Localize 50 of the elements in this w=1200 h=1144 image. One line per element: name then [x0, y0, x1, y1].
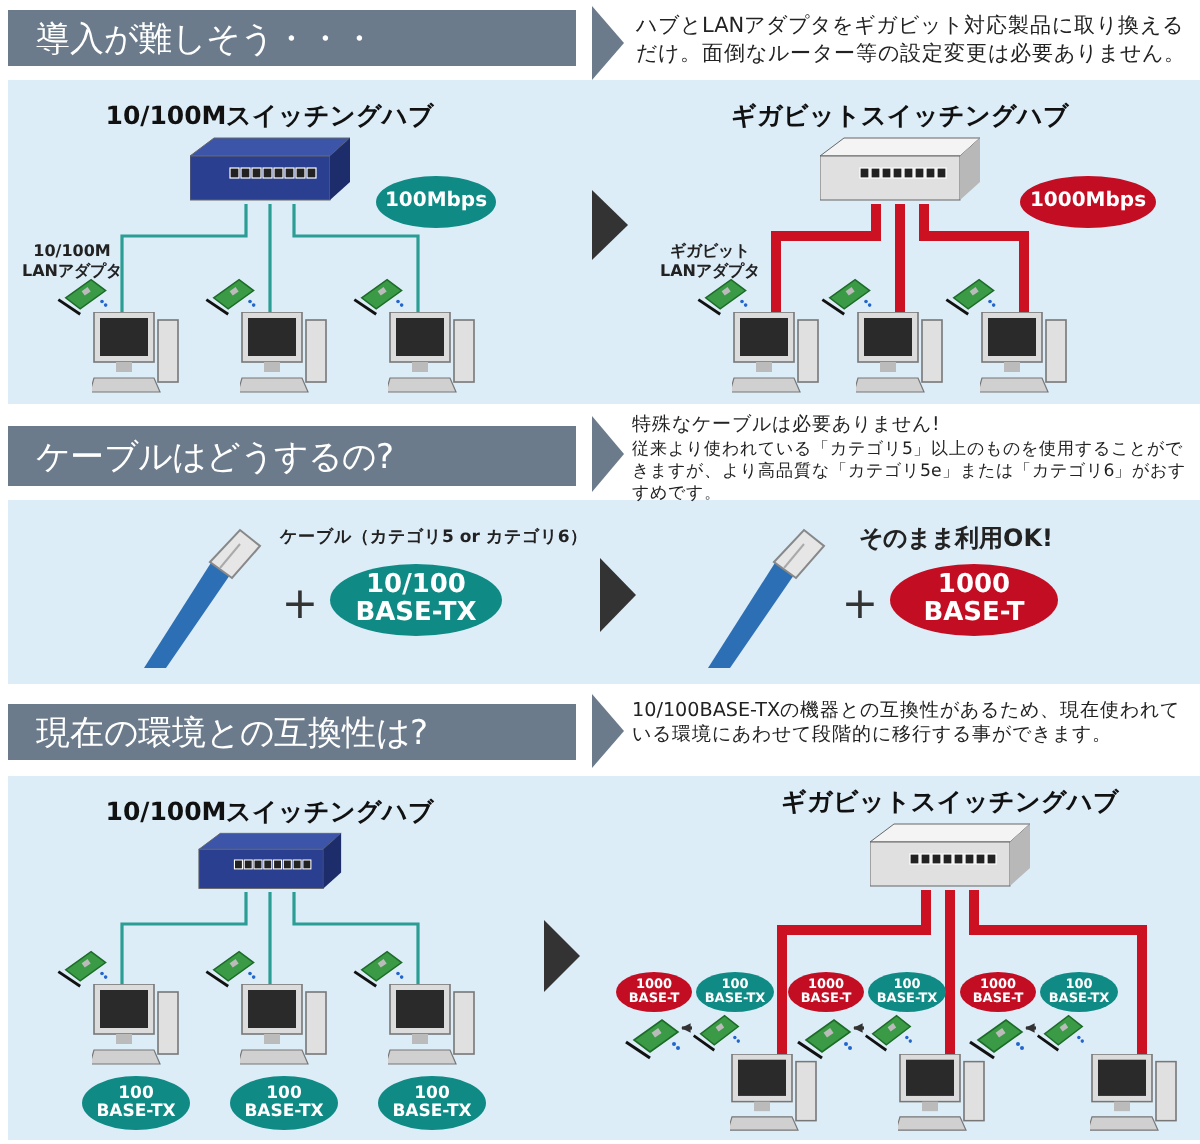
cable-line: [292, 204, 420, 312]
cable-line: [969, 890, 1147, 1054]
network-card-drawing: [692, 1012, 740, 1052]
caption-text: ギガビット LANアダプタ: [658, 242, 762, 284]
computer-drawing: [856, 312, 944, 396]
network-card-drawing: [1036, 1012, 1084, 1052]
computer-drawing: [1090, 1054, 1178, 1134]
network-card-drawing: [796, 1016, 852, 1060]
description-text: ケーブル（カテゴリ5 or カテゴリ6）: [280, 528, 590, 551]
computer-drawing: [240, 312, 328, 396]
arrow: [681, 1023, 692, 1033]
computer-drawing: [92, 984, 180, 1068]
hub-title: 10/100Mスイッチングハブ: [105, 100, 435, 132]
section-header: ケーブルはどうするの?: [8, 426, 576, 486]
hub-title: ギガビットスイッチングハブ: [731, 100, 1069, 132]
caption-text: そのまま利用OK!: [857, 524, 1055, 556]
cable-line: [895, 204, 905, 312]
cable-line: [945, 890, 955, 1054]
hub-title: ギガビットスイッチングハブ: [781, 786, 1119, 818]
network-card-drawing: [624, 1016, 680, 1060]
cable-line: [771, 204, 881, 312]
plus-sign: +: [840, 580, 880, 632]
plus-sign: +: [280, 580, 320, 632]
cable-line: [120, 204, 248, 312]
hub-title: 10/100Mスイッチングハブ: [105, 796, 435, 828]
network-card-drawing: [864, 1012, 912, 1052]
cable-line: [268, 204, 272, 312]
description-text: ハブとLANアダプタをギガビット対応製品に取り換えるだけ。面倒なルーター等の設定変更は必要ありません。: [636, 14, 1188, 69]
computer-drawing: [388, 312, 476, 396]
computer-drawing: [980, 312, 1068, 396]
arrow: [853, 1023, 864, 1033]
caption-text: 10/100M LANアダプタ: [20, 242, 124, 284]
computer-drawing: [92, 312, 180, 396]
computer-drawing: [898, 1054, 986, 1134]
description-text: 従来より使われている「カテゴリ5」以上のものを使用することができますが、より高品質な「カテゴリ5e」または「カテゴリ6」がおすすめです。: [632, 440, 1189, 508]
computer-drawing: [240, 984, 328, 1068]
cable-line: [268, 892, 272, 984]
cable-line: [919, 204, 1029, 312]
cable-line: [120, 892, 248, 984]
computer-drawing: [732, 312, 820, 396]
network-card-drawing: [968, 1016, 1024, 1060]
section-header: 現在の環境との互換性は?: [8, 704, 576, 760]
computer-drawing: [388, 984, 476, 1068]
section-header: 導入が難しそう・・・: [8, 10, 576, 66]
computer-drawing: [730, 1054, 818, 1134]
description-text: 10/100BASE-TXの機器との互換性があるため、現在使われている環境にあわせて段階的に移行する事ができます。: [632, 700, 1183, 750]
arrow: [1025, 1023, 1036, 1033]
description-text: 特殊なケーブルは必要ありません!: [632, 414, 942, 439]
cable-line: [292, 892, 420, 984]
cable-line: [777, 890, 931, 1054]
